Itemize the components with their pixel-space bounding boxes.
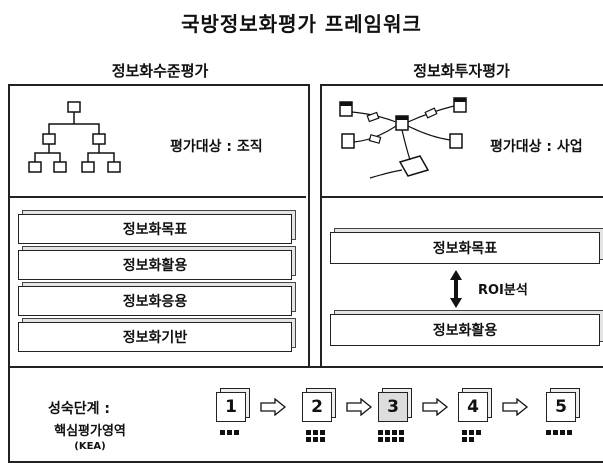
left-layer-use: 정보화활용 — [18, 250, 292, 280]
kea-label-group: 핵심평가영역 (KEA) — [40, 424, 140, 454]
stage-2: 2 — [302, 392, 332, 422]
double-arrow-icon — [450, 270, 462, 308]
kea-markers-stage-2 — [305, 430, 325, 442]
right-target-label: 평가대상 : 사업 — [490, 139, 583, 155]
stage-3: 3 — [378, 392, 408, 422]
kea-markers-stage-3 — [378, 430, 404, 442]
right-layer-goal: 정보화목표 — [330, 232, 600, 264]
left-heading: 정보화수준평가 — [111, 62, 209, 80]
right-layer-use: 정보화활용 — [330, 314, 600, 346]
arrow-right-icon — [502, 398, 528, 416]
kea-markers-stage-4 — [461, 430, 481, 442]
left-layer-goal: 정보화목표 — [18, 214, 292, 244]
stage-4: 4 — [458, 392, 488, 422]
left-target-label: 평가대상 : 조직 — [170, 139, 263, 155]
arrow-right-icon — [346, 398, 372, 416]
stage-1: 1 — [216, 392, 246, 422]
maturity-label: 성숙단계 : — [48, 401, 110, 417]
maturity-panel: 성숙단계 : 핵심평가영역 (KEA) 1 2 3 4 5 — [8, 366, 603, 463]
left-layer-infrastructure: 정보화기반 — [18, 322, 292, 352]
kea-markers-stage-5 — [546, 430, 572, 435]
left-panel: 평가대상 : 조직 정보화목표 정보화활용 정보화응용 정보화기반 — [8, 84, 310, 370]
left-target-area: 평가대상 : 조직 — [10, 86, 306, 198]
arrow-right-icon — [260, 398, 286, 416]
org-chart-icon — [28, 101, 121, 173]
stage-5: 5 — [546, 392, 576, 422]
network-icon — [339, 97, 467, 179]
left-layer-application: 정보화응용 — [18, 286, 292, 316]
right-target-area: 평가대상 : 사업 — [322, 86, 603, 198]
right-panel: 평가대상 : 사업 정보화목표 ROI분석 정보화활용 — [320, 84, 603, 370]
arrow-right-icon — [422, 398, 448, 416]
kea-markers-stage-1 — [219, 430, 239, 435]
roi-label: ROI분석 — [478, 283, 528, 298]
kea-sublabel: (KEA) — [74, 441, 106, 452]
page-title: 국방정보화평가 프레임워크 — [181, 12, 422, 36]
right-heading: 정보화투자평가 — [413, 62, 510, 80]
kea-label: 핵심평가영역 — [54, 424, 126, 439]
